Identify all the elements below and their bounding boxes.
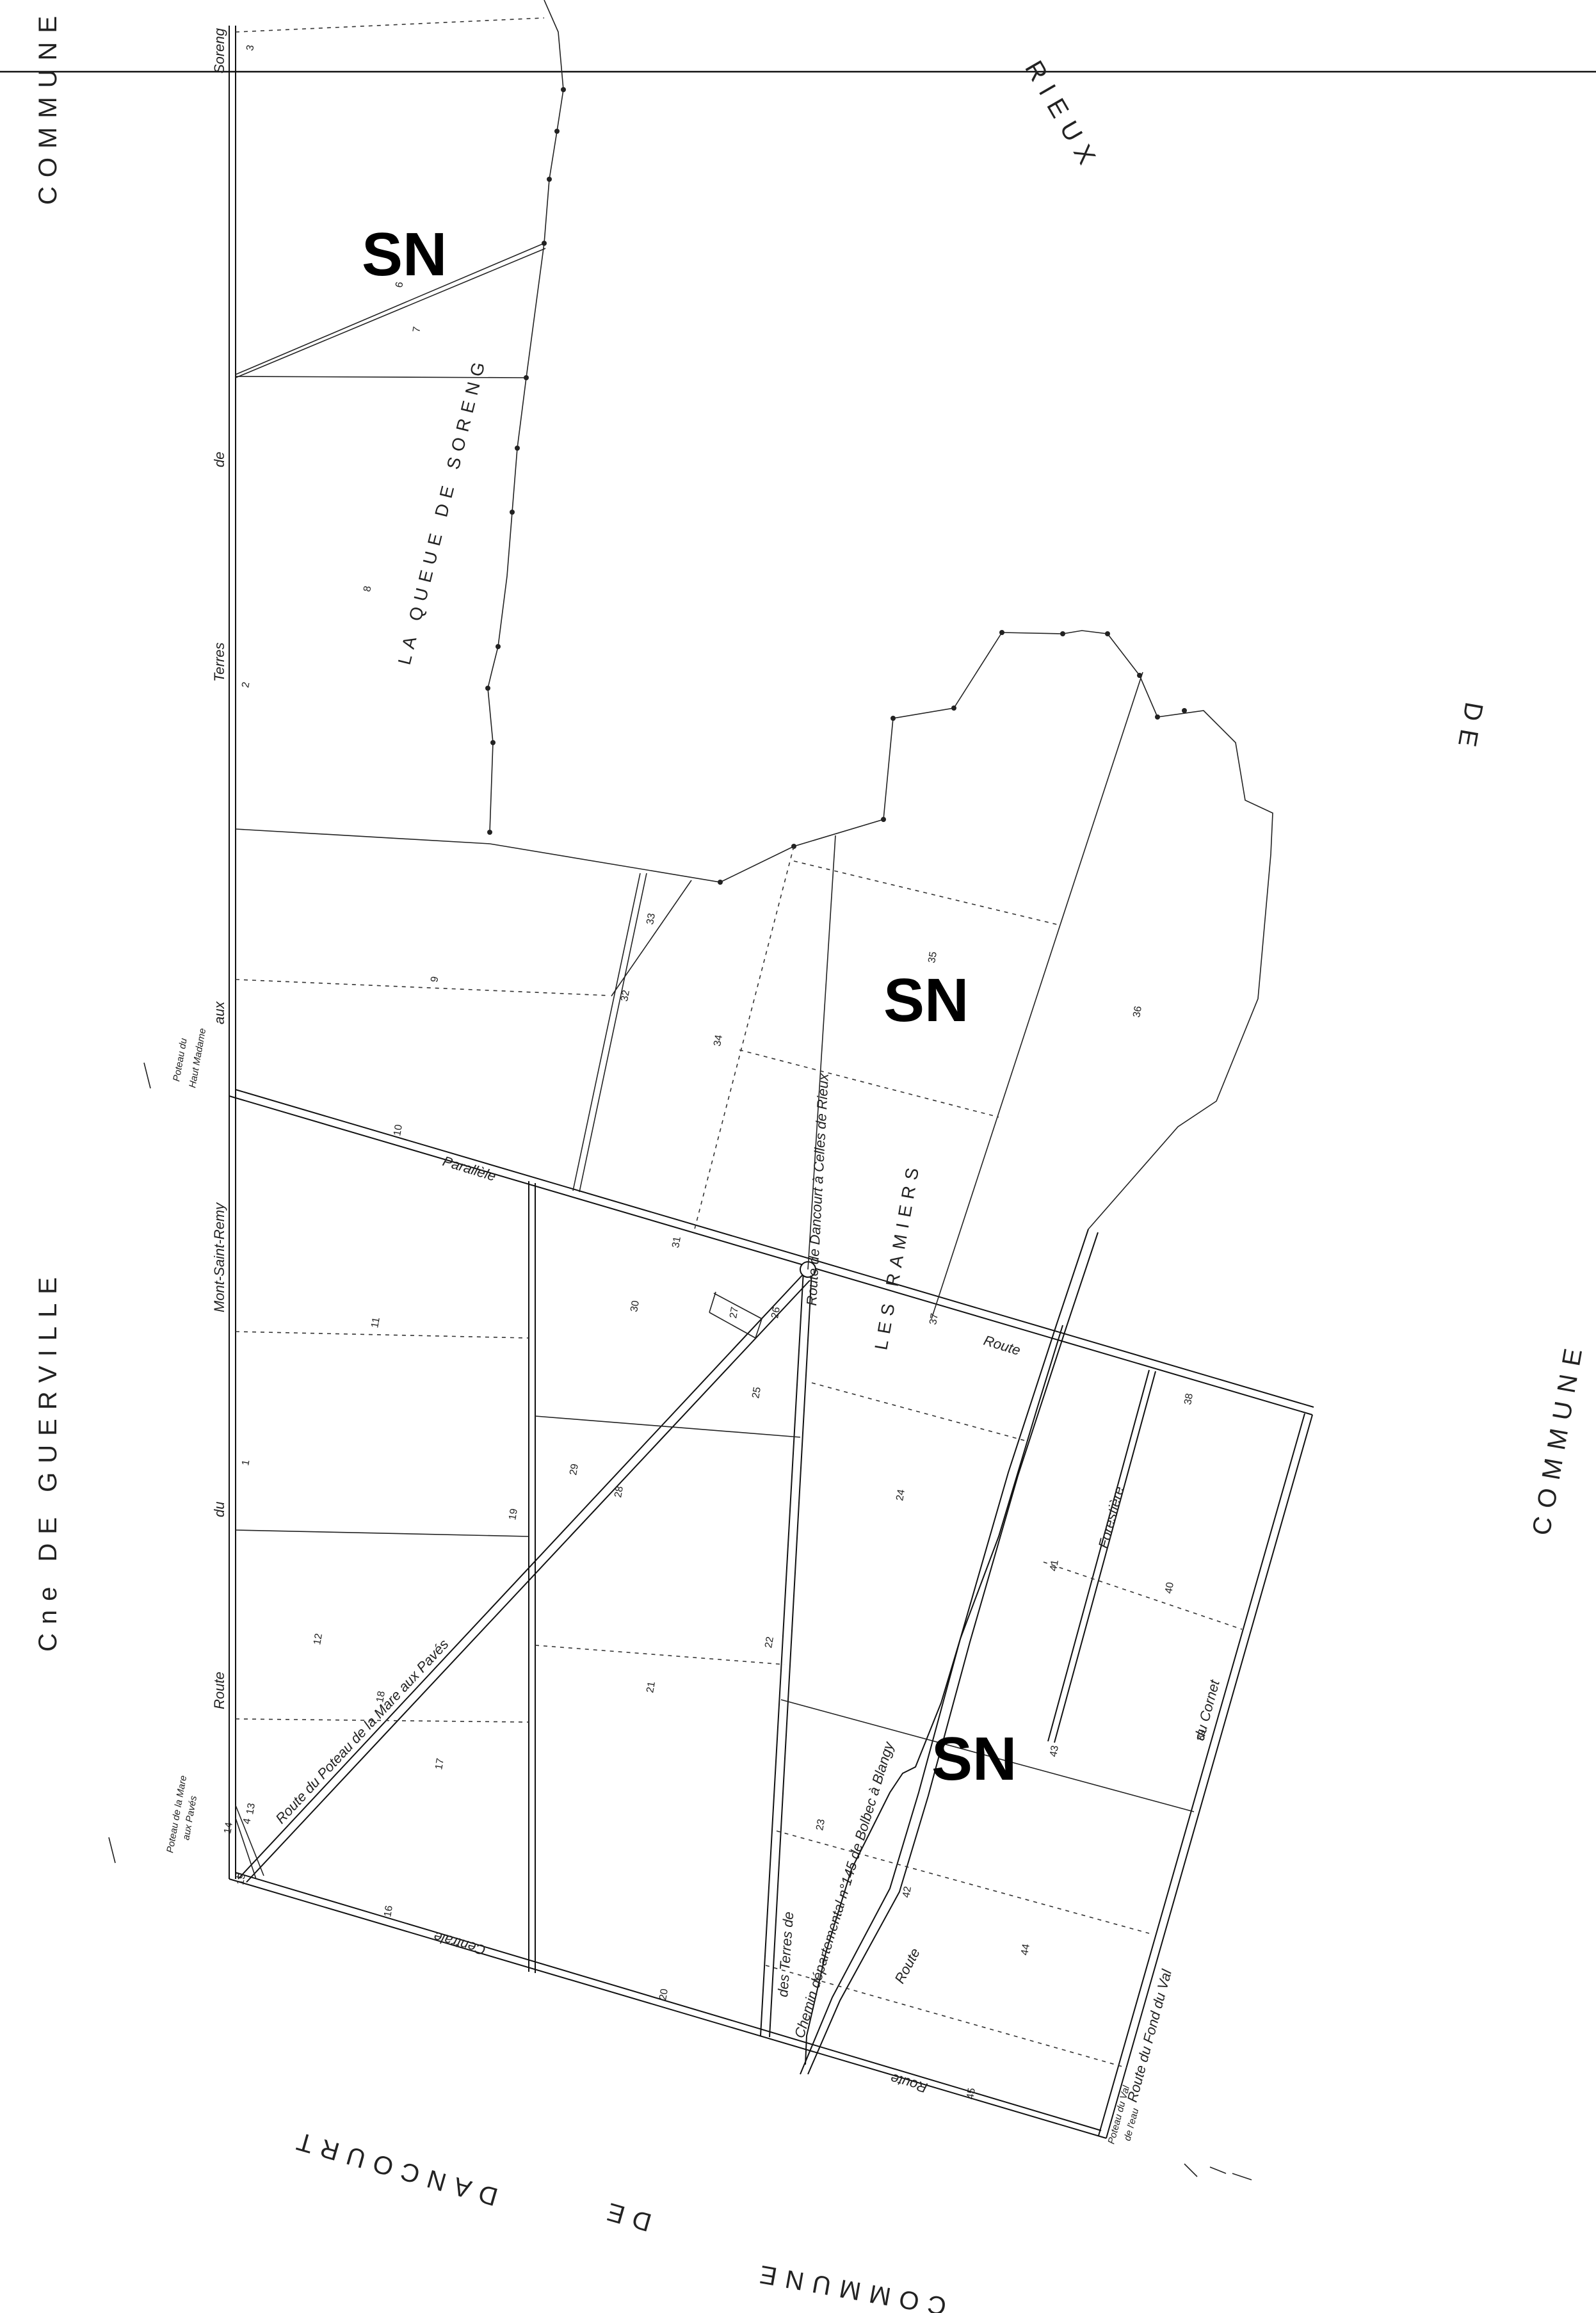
commune-label-right-top: RIEUX — [1019, 56, 1105, 177]
parcel-number: 34 — [712, 1034, 725, 1047]
parcel-number: 10 — [392, 1124, 405, 1137]
parcel-number: 35 — [926, 951, 939, 964]
parcel-number: 42 — [901, 1885, 914, 1899]
parcel-number: 15 — [235, 1873, 248, 1886]
section-label-1: SN — [362, 220, 447, 289]
parcel-number: 16 — [382, 1905, 395, 1918]
parcel-lines-upper — [572, 672, 1143, 1319]
road-chemin-departemental — [800, 1229, 1099, 2075]
forest-edge-north — [487, 0, 564, 833]
road-label-forestiere: Forestière — [1095, 1485, 1127, 1550]
road-label-mont-saint-remy: Mont-Saint-Remy — [211, 1202, 227, 1312]
parcel-number: 21 — [645, 1680, 657, 1694]
road-east-curve — [805, 1325, 1063, 2065]
parcel-number: 4 — [241, 1817, 253, 1825]
parcel-number: 22 — [763, 1636, 776, 1649]
parcel-lines-north — [235, 243, 546, 844]
parcel-dashed-lines — [235, 846, 1243, 2068]
parcel-numbers: 1 2 3 4 5 6 7 8 9 10 11 12 13 14 15 16 1… — [222, 44, 1208, 2100]
road-label-route-bas: Route — [889, 2070, 929, 2096]
commune-label-right-de: DE — [1451, 700, 1488, 757]
parcel-number: 40 — [1163, 1581, 1176, 1595]
parcel-number: 23 — [814, 1818, 827, 1832]
parcel-number: 45 — [965, 2087, 978, 2100]
lieu-dit-queue: LA QUEUE DE SORENG — [394, 354, 490, 667]
west-boundary-road — [229, 26, 236, 1879]
parcel-number: 13 — [245, 1802, 257, 1816]
lieu-dit-ramiers: LES RAMIERS — [871, 1160, 923, 1351]
commune-label-bottom-name: DANCOURT — [286, 2124, 501, 2211]
road-forestiere — [1047, 1369, 1156, 1743]
parcel-number: 17 — [433, 1757, 446, 1771]
parcel-number: 7 — [411, 326, 423, 334]
parcel-number: 33 — [645, 912, 657, 926]
parcel-number: 44 — [1019, 1943, 1032, 1956]
commune-label-right-commune: COMMUNE — [1527, 1338, 1590, 1538]
commune-label-bottom-de: DE — [595, 2195, 654, 2236]
parcel-number: 38 — [1182, 1392, 1195, 1406]
section-label-2: SN — [883, 966, 969, 1035]
parcel-number: 6 — [394, 281, 405, 289]
parcel-number: 19 — [507, 1508, 520, 1521]
road-label-terres-dancourt: des Terres de — [775, 1911, 796, 1997]
parcel-number: 3 — [245, 44, 256, 52]
parcel-number: 43 — [1048, 1745, 1061, 1758]
forest-edge-middle — [489, 630, 1273, 1230]
parcel-number: 26 — [770, 1306, 782, 1319]
road-label-centrale: Centrale — [432, 1928, 488, 1958]
commune-label-left: Cne DE GUERVILLE — [34, 1268, 62, 1652]
parcel-lines-sw-triangle — [235, 1805, 264, 1880]
parcel-number: 14 — [222, 1821, 235, 1835]
road-centrale — [229, 1872, 1107, 2139]
road-label-terres: Terres — [211, 642, 227, 682]
parcel-lines-lower — [235, 1291, 1195, 1812]
poteau-label-haut-madame-2: Haut Madame — [187, 1028, 208, 1089]
parcel-number: 8 — [362, 585, 373, 593]
road-label-mare: Route du Poteau de la Mare aux Pavés — [272, 1636, 451, 1826]
parcel-number: 24 — [894, 1488, 907, 1502]
parcel-number: 12 — [312, 1632, 325, 1646]
poteau-label-haut-madame-1: Poteau du — [171, 1037, 189, 1083]
parcel-number: 28 — [613, 1485, 625, 1499]
forest-edge-vertices — [485, 87, 1187, 885]
parcel-number: 9 — [429, 976, 440, 983]
road-label-dancourt: Route de Dancourt à Celles de Rieux — [803, 1072, 832, 1306]
parcel-number: 29 — [568, 1463, 581, 1476]
parcel-number: 37 — [928, 1312, 940, 1326]
road-label-route: Route — [211, 1672, 227, 1709]
road-label-aux: aux — [211, 1001, 227, 1024]
road-label-chemin-departemental: Chemin départemental n°145 de Bolbec à B… — [791, 1739, 897, 2040]
parcel-number: 39 — [1195, 1729, 1208, 1742]
road-label-soreng: Soreng — [211, 28, 227, 74]
commune-label-bottom-commune: COMMUNE — [749, 2258, 949, 2313]
parcel-number: 1 — [240, 1459, 252, 1467]
parcel-number: 2 — [240, 681, 252, 689]
parcel-number: 25 — [750, 1386, 763, 1399]
parcel-number: 18 — [375, 1690, 387, 1704]
road-label-route-blangy: Route — [982, 1332, 1022, 1358]
road-label-de: de — [211, 452, 227, 467]
boundary-tick-marks — [108, 1062, 1252, 2180]
top-dashed-line — [235, 17, 545, 33]
parcel-number: 30 — [629, 1300, 641, 1313]
parcel-number: 11 — [369, 1316, 382, 1328]
parcel-number: 31 — [670, 1236, 683, 1249]
road-dancourt — [760, 1270, 812, 2038]
parcel-number: 20 — [657, 1988, 670, 2001]
commune-label-top-left: COMMUNE DE BAZINVAL — [34, 0, 62, 205]
road-label-parallele: Parallèle — [441, 1153, 498, 1184]
road-label-route-lower: Route — [891, 1946, 923, 1987]
east-boundary-road — [1098, 1413, 1313, 2139]
parcel-number: 27 — [728, 1306, 741, 1319]
parcel-number: 5 — [234, 1872, 245, 1880]
road-label-du: du — [211, 1502, 227, 1517]
road-mare-aux-paves — [238, 1273, 810, 1883]
road-interior-west — [528, 1181, 536, 1973]
parcel-number: 41 — [1048, 1559, 1061, 1572]
parcel-number: 36 — [1131, 1005, 1144, 1019]
road-parallele — [229, 1089, 1314, 1415]
parcel-number: 32 — [619, 989, 632, 1003]
section-label-3: SN — [931, 1725, 1017, 1793]
